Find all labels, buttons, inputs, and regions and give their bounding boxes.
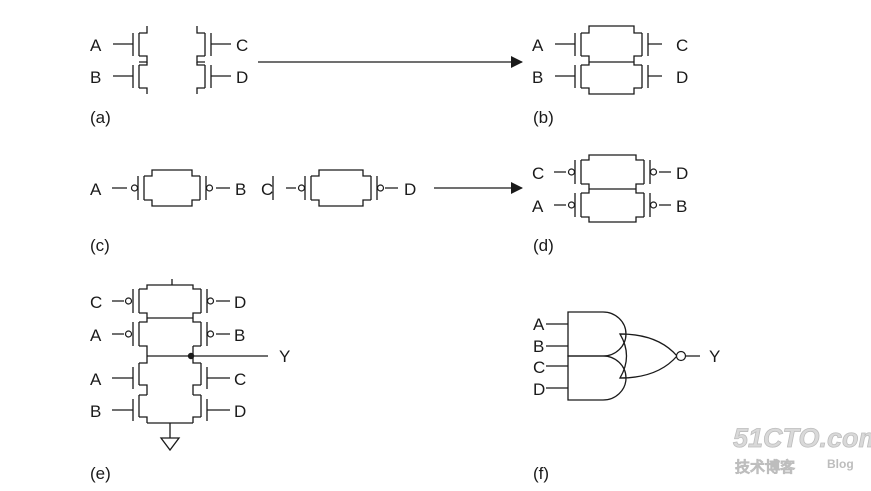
- aoi22-gate-symbol: [546, 311, 700, 401]
- input-label-d: D: [404, 180, 416, 199]
- and-gate-bottom: [567, 355, 627, 401]
- output-label-y: Y: [709, 347, 720, 366]
- input-label-d: D: [236, 68, 248, 87]
- input-label-c: C: [261, 180, 273, 199]
- inversion-bubble: [124, 297, 133, 305]
- caption-b: (b): [533, 108, 554, 127]
- inversion-bubble: [297, 184, 306, 192]
- nmos-network-left: [113, 26, 148, 94]
- input-label-b: B: [676, 197, 687, 216]
- input-label-d: D: [676, 68, 688, 87]
- inversion-bubble: [567, 168, 576, 176]
- input-label-a: A: [532, 36, 544, 55]
- input-label-a: A: [533, 315, 545, 334]
- inversion-bubble: [206, 297, 215, 305]
- input-label-b: B: [90, 402, 101, 421]
- caption-c: (c): [90, 236, 110, 255]
- pull-down-network: [112, 356, 230, 452]
- input-label-d: D: [234, 402, 246, 421]
- caption-a: (a): [90, 108, 111, 127]
- nmos-network-right: [196, 26, 231, 94]
- inversion-bubble: [205, 184, 214, 192]
- panel-c: A B C D (c): [90, 169, 416, 255]
- input-label-c: C: [90, 293, 102, 312]
- input-label-a: A: [90, 180, 102, 199]
- output-node-y: [147, 352, 268, 360]
- input-label-a: A: [90, 370, 102, 389]
- input-label-c: C: [532, 164, 544, 183]
- input-label-a: A: [90, 36, 102, 55]
- nor-gate: [618, 333, 678, 379]
- input-label-a: A: [532, 197, 544, 216]
- and-gate-top: [567, 311, 627, 357]
- input-label-d: D: [676, 164, 688, 183]
- input-label-c: C: [533, 358, 545, 377]
- panel-e: C D A B Y A C B D (e): [90, 279, 290, 483]
- inversion-bubble: [124, 330, 133, 338]
- input-label-c: C: [236, 36, 248, 55]
- panel-a: A B C D (a): [90, 26, 248, 127]
- watermark: 51CTO.com 技术博客 Blog: [733, 423, 871, 477]
- panel-b: A B C D (b): [532, 25, 688, 127]
- input-label-b: B: [533, 337, 544, 356]
- inversion-bubble: [675, 350, 687, 362]
- inversion-bubble: [649, 168, 658, 176]
- inversion-bubble: [649, 201, 658, 209]
- panel-f: A B C D Y (f): [533, 311, 720, 483]
- inversion-bubble: [206, 330, 215, 338]
- input-label-b: B: [235, 180, 246, 199]
- ground-icon: [159, 437, 181, 452]
- watermark-blog: Blog: [827, 457, 854, 471]
- pmos-pair-ab: [112, 169, 230, 207]
- input-label-d: D: [533, 380, 545, 399]
- input-label-b: B: [90, 68, 101, 87]
- caption-e: (e): [90, 464, 111, 483]
- input-label-b: B: [532, 68, 543, 87]
- inversion-bubble: [376, 184, 385, 192]
- panel-d: C D A B (d): [532, 154, 688, 255]
- inversion-bubble: [130, 184, 139, 192]
- inversion-bubble: [567, 201, 576, 209]
- watermark-brand: 51CTO.com: [733, 423, 871, 453]
- input-label-d: D: [234, 293, 246, 312]
- stacked-pmos-network: [554, 154, 671, 223]
- caption-d: (d): [533, 236, 554, 255]
- input-label-b: B: [234, 326, 245, 345]
- input-label-c: C: [676, 36, 688, 55]
- caption-f: (f): [533, 464, 549, 483]
- input-label-c: C: [234, 370, 246, 389]
- output-label-y: Y: [279, 347, 290, 366]
- pull-up-network: [112, 279, 230, 356]
- input-label-a: A: [90, 326, 102, 345]
- merged-nmos-network: [555, 25, 662, 95]
- watermark-tagline: 技术博客: [735, 458, 796, 476]
- pmos-pair-cd: [272, 169, 398, 207]
